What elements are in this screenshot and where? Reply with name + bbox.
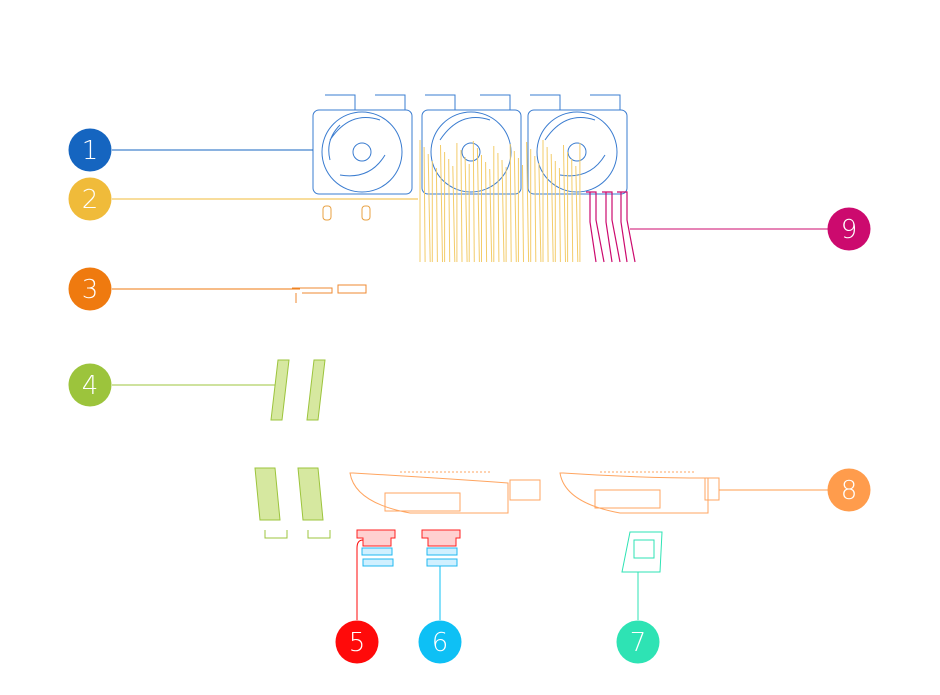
connector-icon [421, 529, 461, 567]
callout-circle [827, 468, 871, 512]
callout-5: 5 [335, 620, 379, 664]
fin [563, 144, 566, 263]
callout-number: 3 [82, 275, 99, 305]
leader-lines [112, 149, 828, 620]
callout-2: 2 [68, 177, 112, 221]
fin [575, 165, 579, 263]
fin [534, 155, 537, 263]
callout-circle [335, 620, 379, 664]
shroud-icon [349, 471, 720, 514]
fin [558, 167, 561, 263]
fin [497, 152, 500, 263]
fan-icon [312, 94, 413, 195]
fin [489, 168, 493, 263]
fin [427, 153, 431, 263]
callout-number: 7 [630, 628, 647, 658]
callout-number: 9 [841, 215, 858, 245]
callout-circle [418, 620, 462, 664]
callout-number: 1 [82, 136, 99, 166]
bracket-icon [292, 284, 367, 303]
fin [550, 153, 554, 263]
fin [509, 143, 512, 263]
board-icon [621, 531, 663, 573]
fin [538, 162, 542, 263]
fin [485, 161, 488, 263]
fan-assembly [312, 94, 628, 195]
callout-circle [68, 267, 112, 311]
callout-3: 3 [68, 267, 112, 311]
fin [464, 156, 468, 263]
fin [440, 144, 443, 263]
callout-6: 6 [418, 620, 462, 664]
callout-1: 1 [68, 128, 112, 172]
fan-icon [527, 94, 628, 195]
fin [476, 147, 480, 263]
callout-4: 4 [68, 363, 112, 407]
callout-number: 5 [349, 628, 366, 658]
fin [526, 141, 530, 263]
memory-module-icon [254, 359, 331, 539]
callout-circle [68, 177, 112, 221]
heatsink-fins-icon [419, 140, 581, 263]
callout-circle [827, 207, 871, 251]
fin [501, 159, 505, 263]
callout-number: 4 [82, 371, 99, 401]
fin [513, 150, 517, 263]
cable-icon [586, 191, 636, 263]
callout-circle [68, 363, 112, 407]
callout-9: 9 [827, 207, 871, 251]
callout-8: 8 [827, 468, 871, 512]
fin [423, 146, 426, 263]
fin [571, 158, 574, 263]
fin [448, 158, 451, 263]
fin [546, 146, 549, 263]
screw-icon [322, 205, 371, 221]
callout-number: 8 [841, 476, 858, 506]
fan-icon [421, 94, 522, 195]
callout-circle [616, 620, 660, 664]
fin [522, 164, 524, 263]
callout-circle [68, 128, 112, 172]
fin [435, 167, 438, 263]
callout-7: 7 [616, 620, 660, 664]
fin [460, 149, 463, 263]
fin [472, 140, 475, 263]
callout-number: 2 [82, 185, 99, 215]
connector-icon [356, 529, 396, 567]
callout-number: 6 [432, 628, 449, 658]
fin [452, 165, 456, 263]
callouts: 1 2 3 4 5 6 7 8 9 [68, 128, 871, 664]
